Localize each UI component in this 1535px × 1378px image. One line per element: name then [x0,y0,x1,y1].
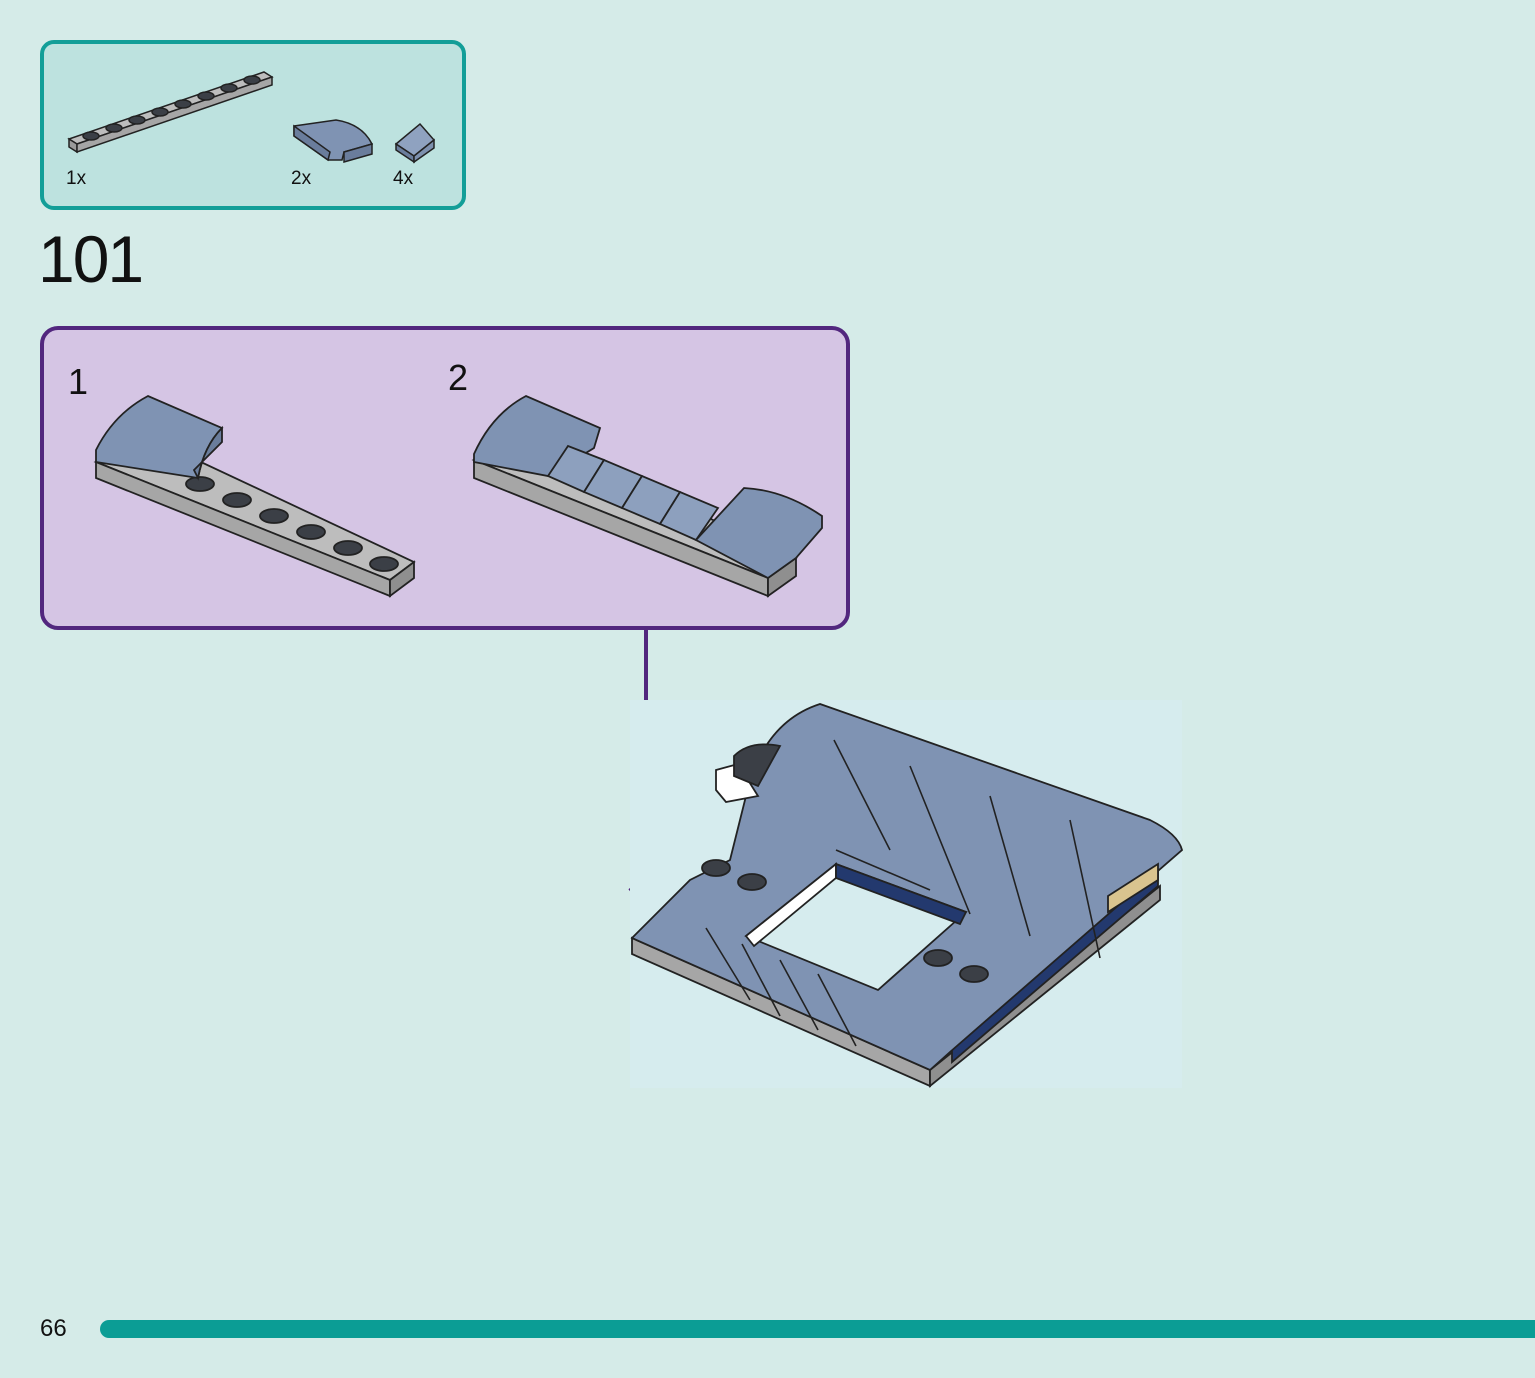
step-number: 101 [38,222,144,296]
substep-number: 2 [448,357,469,398]
main-model-illustration [630,700,1184,1088]
quantity-label: 1x [66,168,87,189]
substep-illustrations [93,395,823,598]
substep-2-assembly [471,395,823,598]
curved-slope-blue-part [293,119,374,163]
slope-small-blue-part [394,122,436,164]
plate-1x8-gray-part [67,71,274,154]
progress-bar [100,1320,1535,1338]
substep-number: 1 [68,361,89,402]
parts-illustrations [67,71,436,164]
quantity-label: 4x [393,168,414,189]
substep-1-assembly [93,395,416,598]
substeps-callout: 1 2 [40,326,850,630]
quantity-label: 2x [291,168,312,189]
page-number: 66 [40,1315,67,1342]
parts-list-box: 1x 2x 4x [40,40,466,210]
